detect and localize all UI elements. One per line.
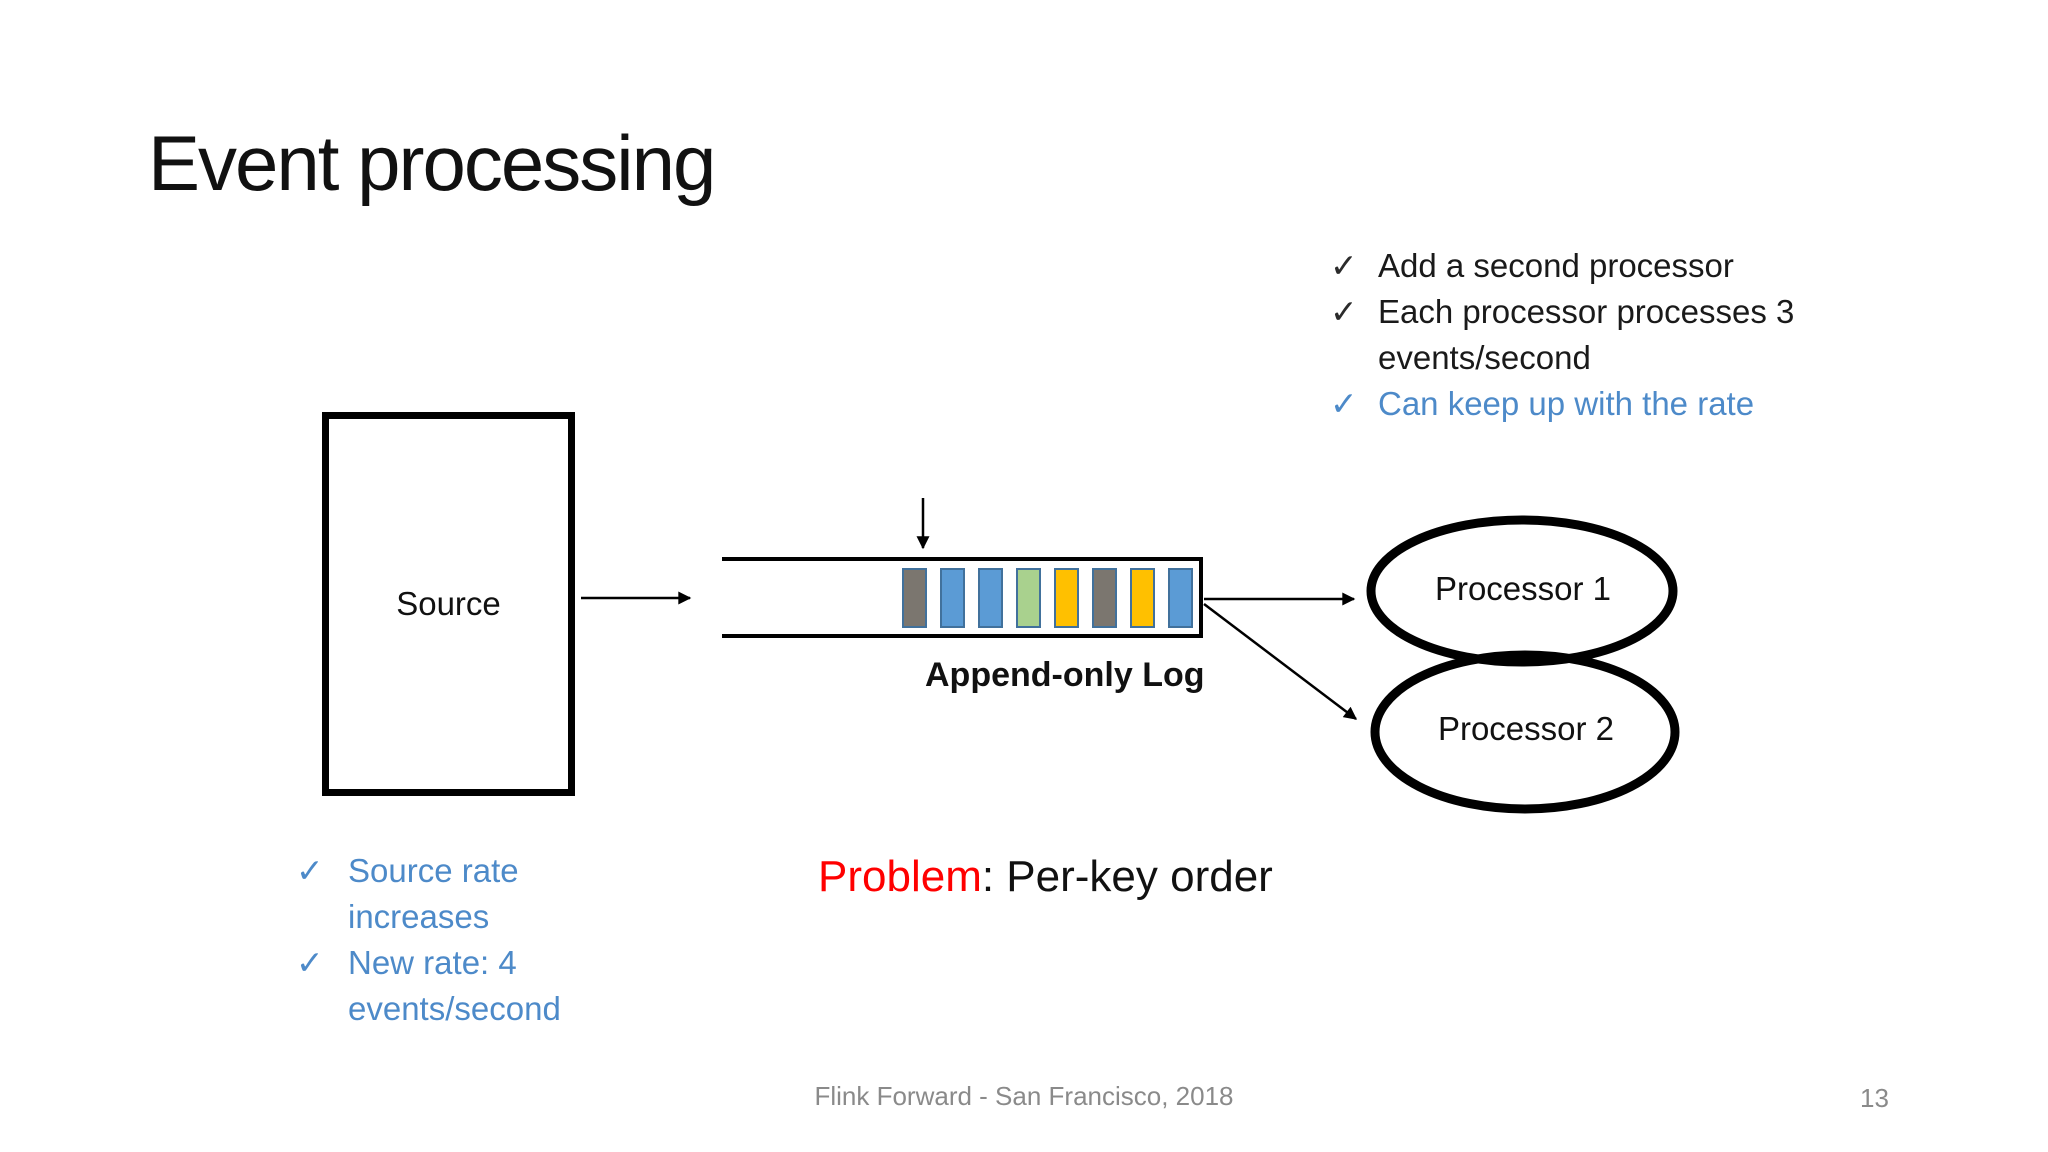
checklist-item: ✓ New rate: 4 events/second [296, 940, 588, 1032]
log-event-bar [940, 568, 965, 628]
checklist-item-label: Can keep up with the rate [1378, 385, 1755, 422]
checklist-item-label: Add a second processor [1378, 247, 1734, 284]
processor1-label: Processor 1 [1434, 570, 1612, 607]
checklist-item: ✓ Source rate increases [296, 848, 588, 940]
checklist-item-label: Source rate increases [348, 852, 519, 935]
log-event-bar [902, 568, 927, 628]
checklist-item: ✓ Add a second processor [1330, 243, 1822, 289]
log-event-bar [1130, 568, 1155, 628]
log-event-bar [1016, 568, 1041, 628]
checklist-item-label: Each processor processes 3 events/second [1378, 293, 1795, 376]
append-only-log-label: Append-only Log [925, 656, 1205, 694]
check-icon: ✓ [1330, 293, 1358, 330]
log-event-bar [1168, 568, 1193, 628]
log-event-bar [1054, 568, 1079, 628]
checklist-item-label: New rate: 4 events/second [348, 944, 561, 1027]
source-rate-notes: ✓ Source rate increases ✓ New rate: 4 ev… [296, 848, 588, 1032]
problem-description: : Per-key order [981, 852, 1273, 901]
checklist-item: ✓ Can keep up with the rate [1330, 381, 1822, 427]
footer-text: Flink Forward - San Francisco, 2018 [814, 1081, 1234, 1111]
check-icon: ✓ [1330, 385, 1358, 422]
log-event-bar [978, 568, 1003, 628]
processor-checklist: ✓ Add a second processor ✓ Each processo… [1330, 243, 1822, 427]
check-icon: ✓ [296, 852, 324, 889]
source-label: Source [396, 585, 501, 622]
log-event-bar [1092, 568, 1117, 628]
source-box: Source [322, 412, 575, 796]
processor2-label: Processor 2 [1437, 710, 1615, 747]
check-icon: ✓ [1330, 247, 1358, 284]
log-to-processor2-arrow [1203, 603, 1358, 720]
check-icon: ✓ [296, 944, 324, 981]
problem-keyword: Problem [818, 852, 982, 901]
page-number: 13 [1860, 1083, 1889, 1113]
problem-statement: Problem: Per-key order [818, 852, 1273, 902]
append-only-log [722, 557, 1203, 638]
page-title: Event processing [148, 119, 716, 207]
checklist-item: ✓ Each processor processes 3 events/seco… [1330, 289, 1822, 381]
